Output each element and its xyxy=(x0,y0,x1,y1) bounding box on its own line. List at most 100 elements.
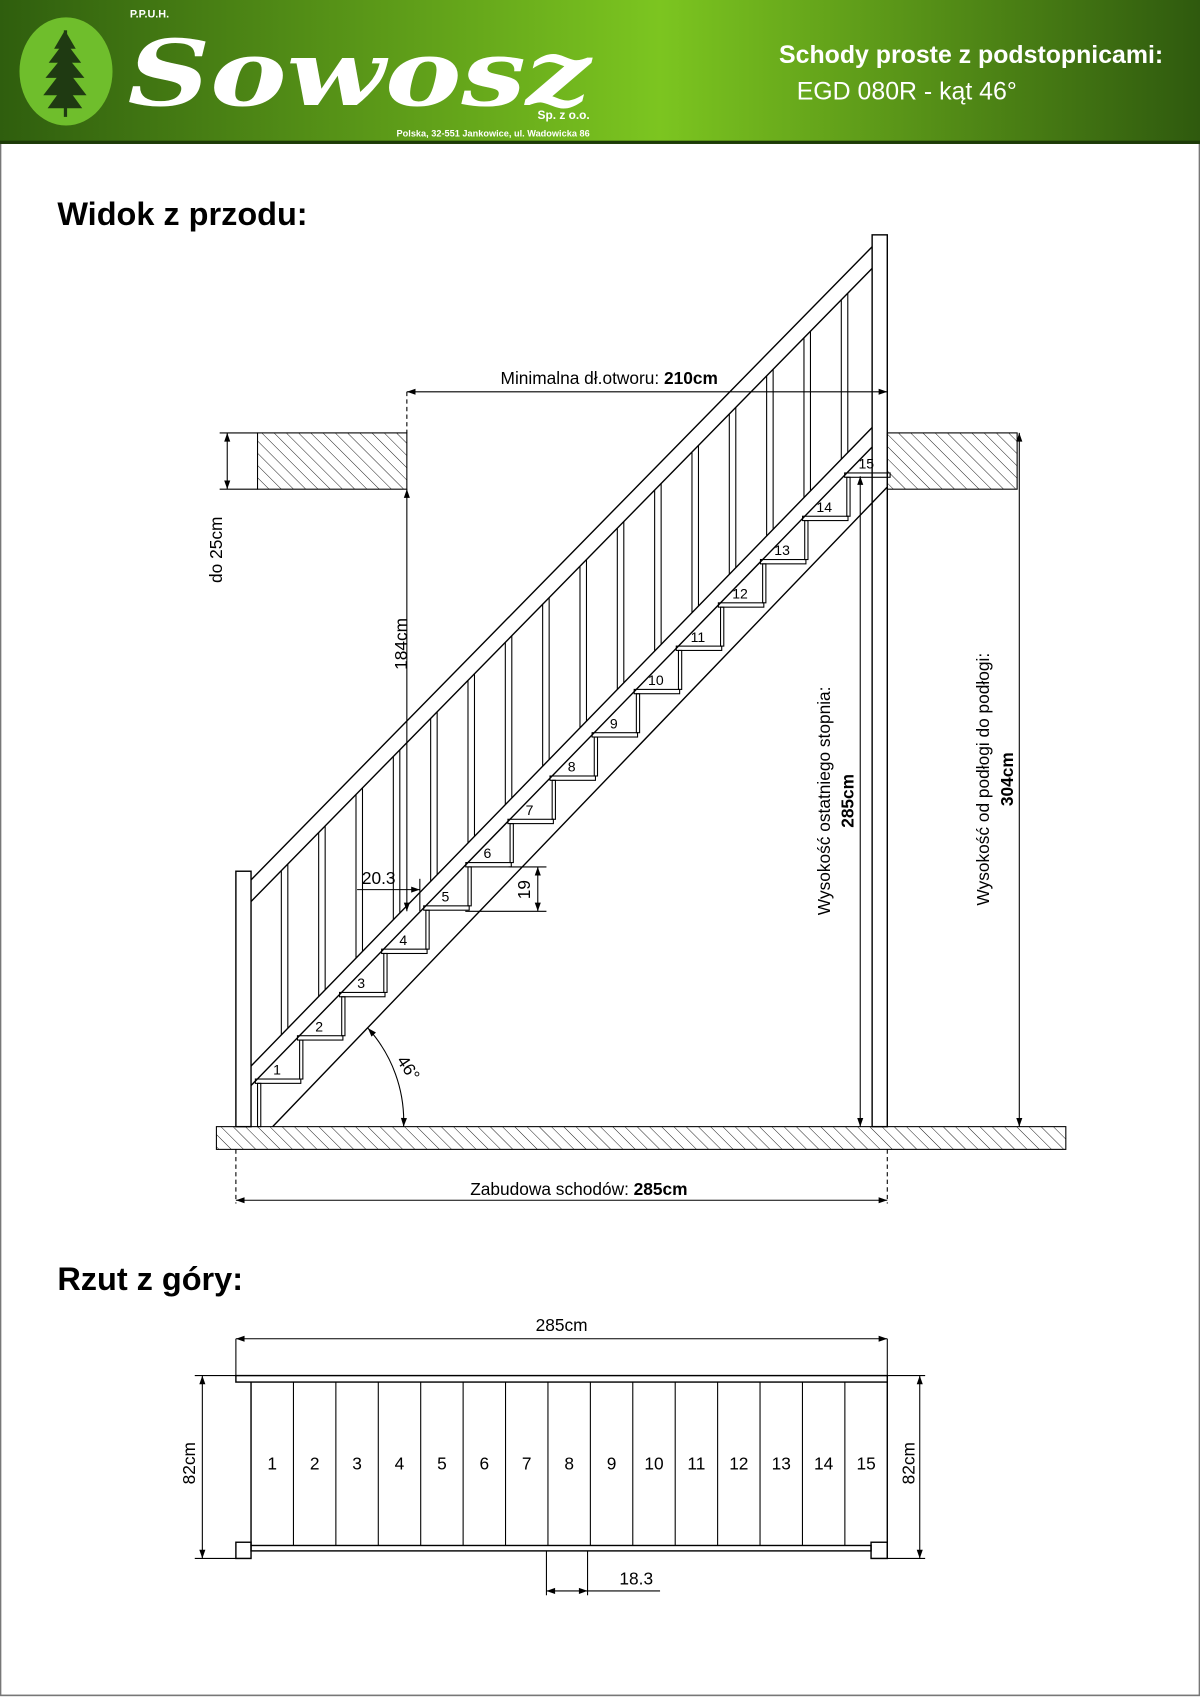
stringer-top-edge xyxy=(250,427,873,1067)
top-step-number: 15 xyxy=(856,1454,875,1474)
riser-height-label: 19 xyxy=(514,880,534,899)
floor-to-floor-value: 304cm xyxy=(997,752,1017,806)
step-tread xyxy=(465,862,512,868)
step-tread xyxy=(296,1035,344,1041)
company-suffix: Sp. z o.o. xyxy=(538,108,590,122)
step-tread xyxy=(339,991,386,998)
newel-post-top xyxy=(871,234,888,1128)
post-right xyxy=(870,1541,888,1560)
title-line-2: EGD 080R - kąt 46° xyxy=(797,78,1017,106)
angle-arc xyxy=(367,1027,407,1127)
step-riser xyxy=(677,649,683,690)
top-rail-wall xyxy=(250,1544,872,1552)
tree-icon xyxy=(43,30,87,117)
top-length-label: 285cm xyxy=(536,1315,588,1335)
top-step-number: 9 xyxy=(607,1454,617,1474)
step-tread xyxy=(759,558,807,565)
step-number: 14 xyxy=(816,499,832,515)
step-riser xyxy=(256,1082,262,1128)
step-riser xyxy=(425,909,430,950)
handrail-bottom-edge xyxy=(250,267,873,903)
handrail-top-edge xyxy=(250,246,873,881)
ceiling-thickness-label: do 25cm xyxy=(206,517,226,583)
step-riser xyxy=(341,996,346,1037)
balusters xyxy=(280,293,849,1035)
brand-name: Sowosz xyxy=(128,21,594,127)
front-view-heading: Widok z przodu: xyxy=(57,196,307,232)
top-step-number: 14 xyxy=(814,1454,834,1474)
top-step-number: 13 xyxy=(772,1454,791,1474)
step-tread xyxy=(633,688,681,695)
step-number: 7 xyxy=(526,802,534,818)
top-step-number: 10 xyxy=(644,1454,663,1474)
floor-to-floor-label: Wysokość od podłogi do podłogi: xyxy=(973,653,993,906)
step-riser xyxy=(804,520,809,561)
width-right-label: 82cm xyxy=(898,1442,918,1484)
step-riser xyxy=(593,736,599,777)
step-tread xyxy=(844,472,891,478)
top-step-number: 5 xyxy=(437,1454,447,1474)
floor xyxy=(215,1126,1067,1150)
last-step-height-label: Wysokość ostatniego stopnia: xyxy=(814,687,834,916)
step-number: 1 xyxy=(273,1062,281,1078)
top-step-number: 3 xyxy=(352,1454,362,1474)
step-number: 15 xyxy=(858,456,874,472)
top-step-number: 8 xyxy=(564,1454,574,1474)
step-tread xyxy=(717,602,765,608)
top-step-number: 4 xyxy=(395,1454,405,1474)
step-number: 5 xyxy=(441,889,449,905)
headroom-label: 184cm xyxy=(391,618,411,670)
top-step-number: 6 xyxy=(480,1454,490,1474)
step-width-label: 18.3 xyxy=(619,1568,653,1588)
top-step-number: 7 xyxy=(522,1454,532,1474)
step-riser xyxy=(635,693,641,734)
step-riser xyxy=(551,779,556,820)
footprint-dimension: Zabudowa schodów: 285cm xyxy=(470,1179,687,1199)
title-line-1: Schody proste z podstopnicami: xyxy=(779,41,1163,69)
top-step-number: 1 xyxy=(267,1454,277,1474)
step-number: 8 xyxy=(568,759,576,775)
step-number: 13 xyxy=(774,542,790,558)
step-tread xyxy=(675,645,723,651)
step-tread xyxy=(254,1078,302,1084)
step-number: 12 xyxy=(732,585,748,601)
step-riser xyxy=(467,866,472,907)
newel-post-bottom xyxy=(235,870,252,1128)
step-tread xyxy=(423,905,470,911)
step-riser xyxy=(299,1039,304,1080)
step-number: 2 xyxy=(315,1018,323,1034)
ceiling-left xyxy=(256,432,408,490)
step-number: 4 xyxy=(399,932,407,948)
top-rail-handrail xyxy=(235,1374,888,1383)
step-number: 10 xyxy=(648,672,664,688)
step-number: 9 xyxy=(610,715,618,731)
step-tread xyxy=(591,732,639,738)
header-banner: P.P.U.H. Sowosz Sp. z o.o. Polska, 32-55… xyxy=(0,0,1200,144)
top-step-number: 11 xyxy=(687,1454,705,1474)
tread-depth-label: 20.3 xyxy=(362,868,396,888)
top-step-number: 2 xyxy=(310,1454,320,1474)
step-riser xyxy=(720,606,725,647)
company-prefix: P.P.U.H. xyxy=(130,8,169,20)
step-tread xyxy=(381,948,428,955)
step-number: 11 xyxy=(691,629,706,645)
step-riser xyxy=(383,952,388,993)
stringer-bottom-edge xyxy=(272,486,888,1128)
step-number: 6 xyxy=(484,845,492,861)
step-riser xyxy=(762,563,767,604)
ceiling-right xyxy=(886,432,1018,490)
opening-dimension: Minimalna dł.otworu: 210cm xyxy=(501,368,718,388)
step-number: 3 xyxy=(357,975,365,991)
step-riser xyxy=(846,476,851,517)
step-tread xyxy=(549,775,596,781)
step-tread xyxy=(802,515,849,522)
stringer-inner-edge xyxy=(250,446,873,1087)
width-left-label: 82cm xyxy=(179,1442,199,1484)
top-step-number: 12 xyxy=(729,1454,748,1474)
company-address: Polska, 32-551 Jankowice, ul. Wadowicka … xyxy=(397,128,590,138)
